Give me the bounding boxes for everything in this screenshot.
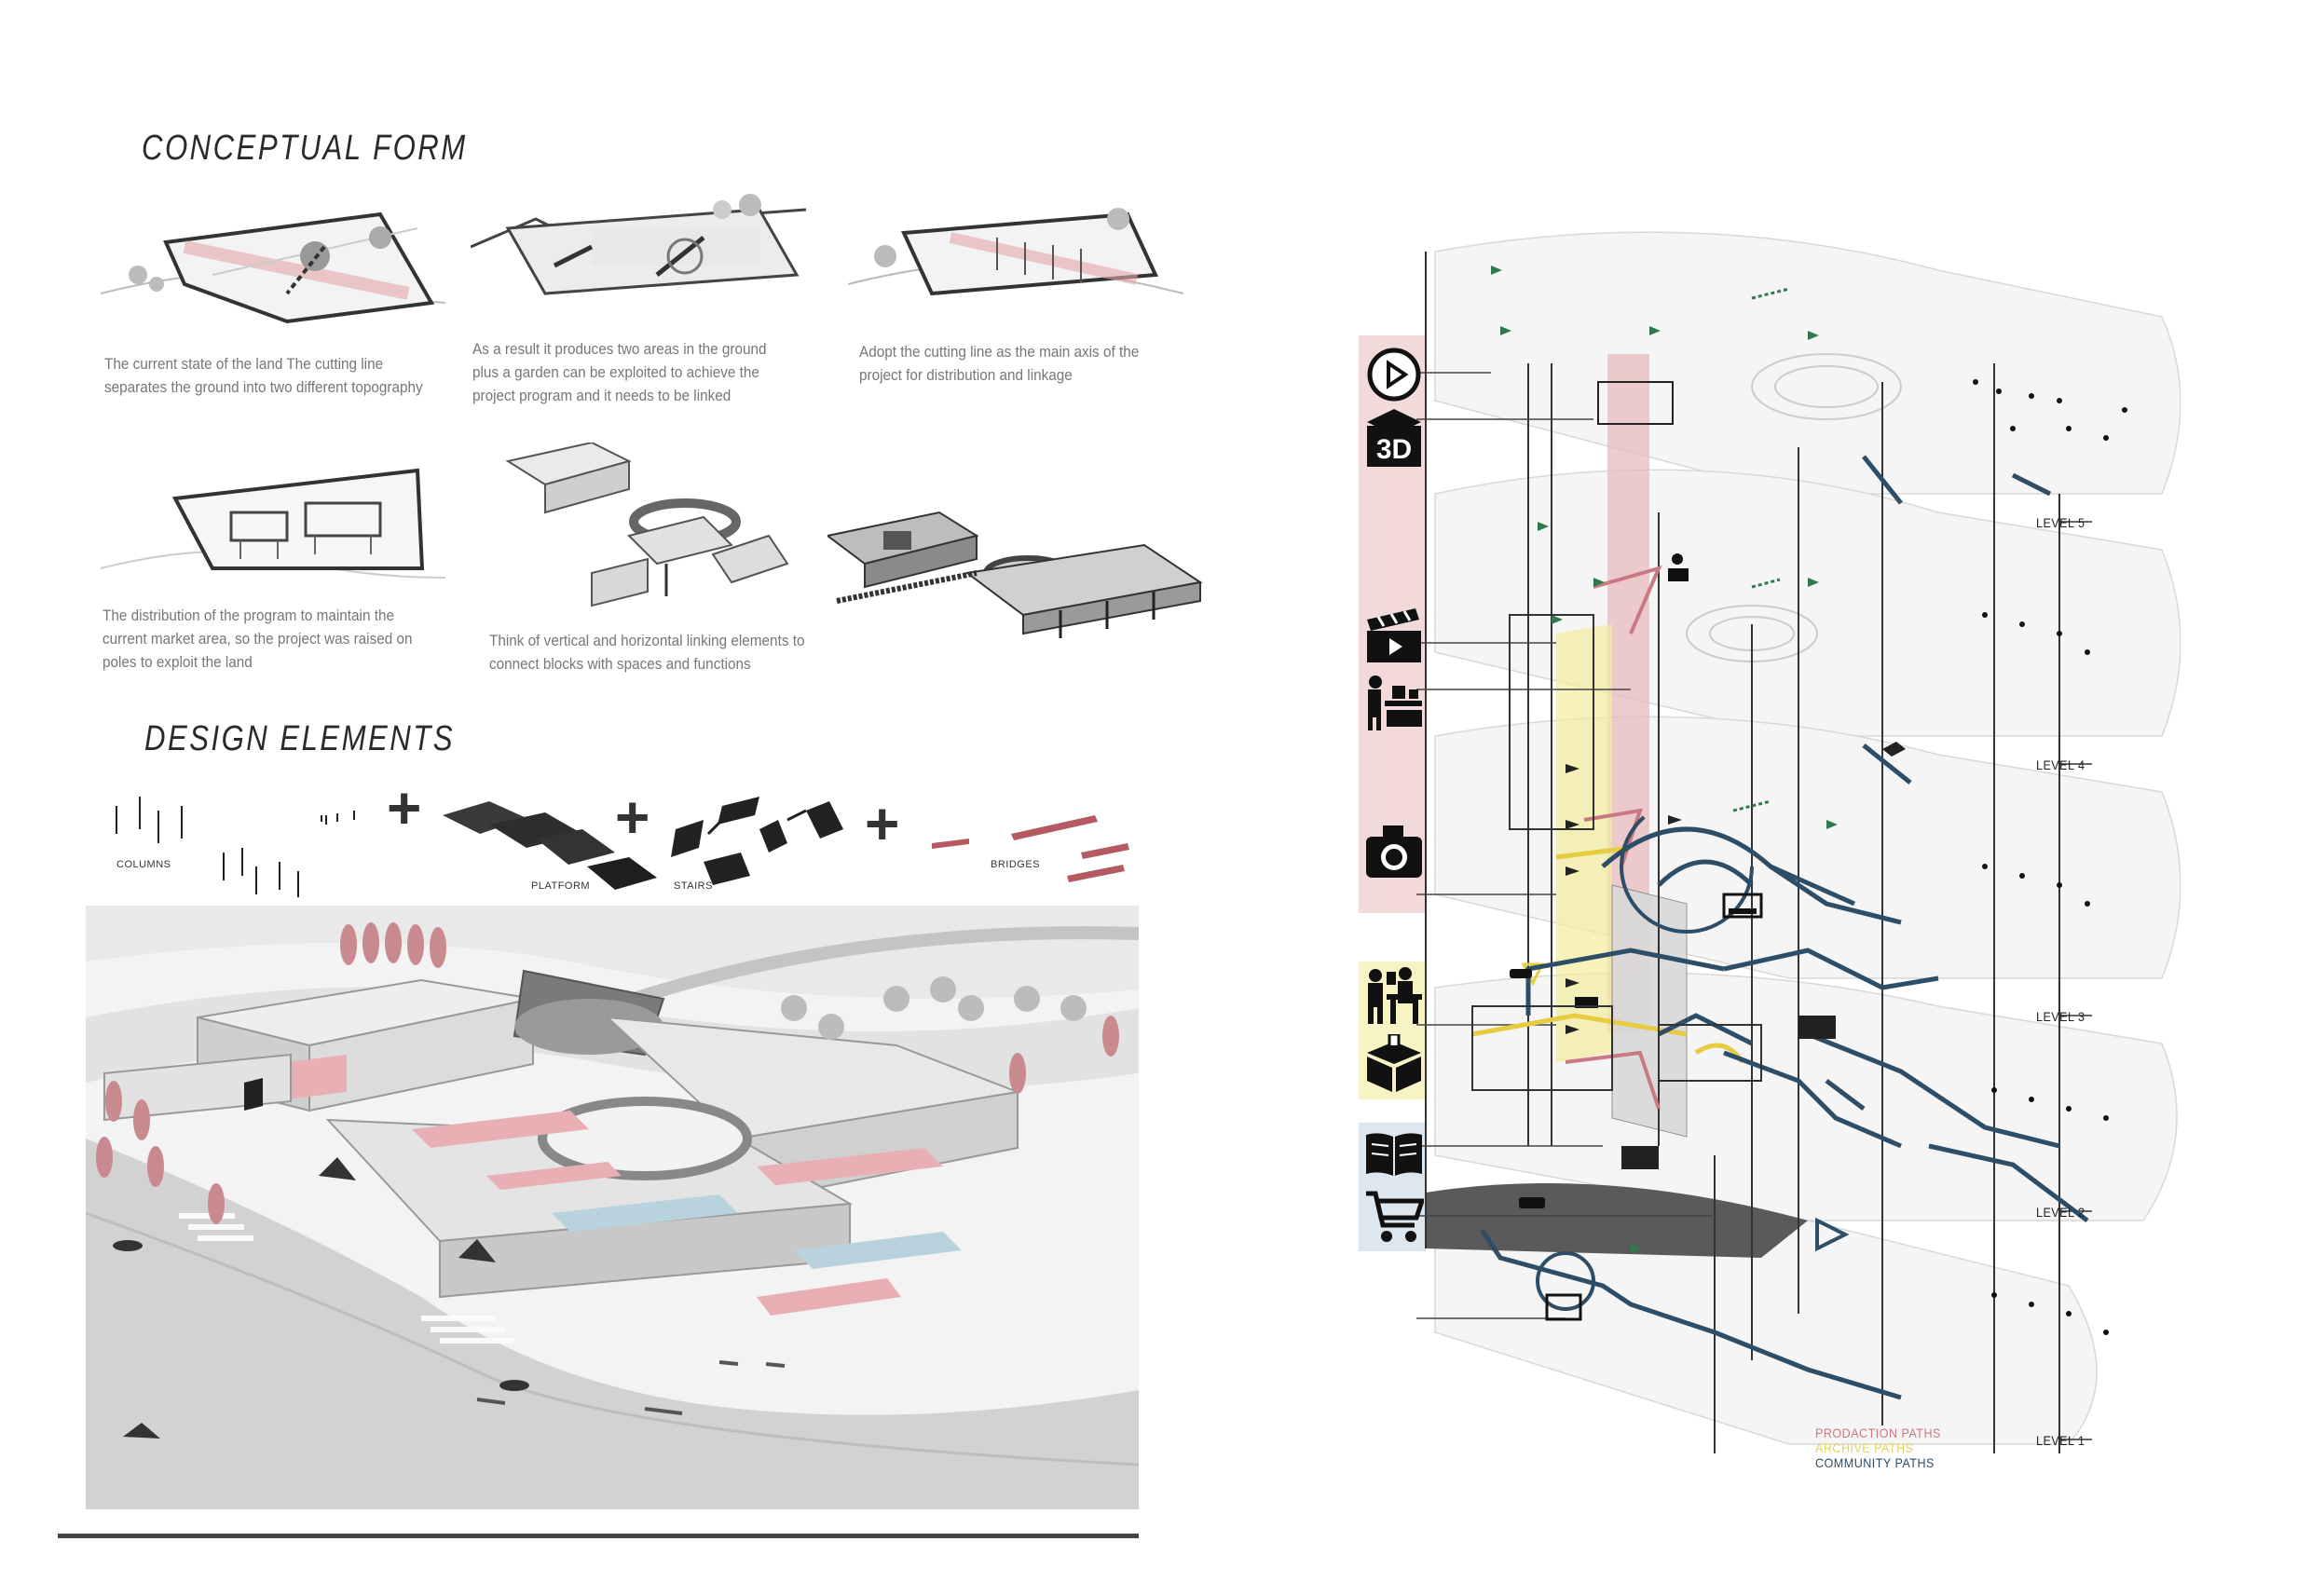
concept-caption-3: Adopt the cutting line as the main axis … <box>859 343 1140 384</box>
exploded-axonometric-diagram <box>1416 231 2181 1453</box>
platform-graphic <box>443 801 657 890</box>
stairs-graphic <box>671 797 843 885</box>
platform-label: PLATFORM <box>531 880 591 892</box>
concept-caption-4: The distribution of the program to maint… <box>103 607 413 671</box>
plus-sign-2: + <box>615 784 650 851</box>
columns-graphic <box>116 797 327 897</box>
bottom-rule <box>58 1534 1139 1538</box>
concept-sketch-2 <box>471 194 807 295</box>
level-4-label: LEVEL 4 <box>2036 757 2085 772</box>
columns-label: COLUMNS <box>116 859 171 870</box>
workshop-people-icon <box>1362 964 1426 1028</box>
conceptual-form-heading: CONCEPTUAL FORM <box>142 129 468 168</box>
plus-sign-3: + <box>865 790 900 857</box>
shopping-cart-icon <box>1362 1185 1426 1248</box>
play-icon <box>1362 343 1426 406</box>
concept-caption-2: As a result it produces two areas in the… <box>472 340 767 404</box>
concept-caption-1: The current state of the land The cuttin… <box>104 355 423 396</box>
level-1-label: LEVEL 1 <box>2036 1433 2085 1448</box>
small-marks <box>321 811 355 822</box>
site-axonometric-render <box>86 906 1139 1509</box>
3d-label: 3D <box>1376 434 1412 465</box>
archive-box-icon <box>1362 1032 1426 1096</box>
concept-sketch-6 <box>827 511 1203 638</box>
concept-sketch-4 <box>101 468 445 579</box>
bridges-graphic <box>932 815 1129 882</box>
legend-production-paths: PRODACTION PATHS <box>1815 1425 1941 1440</box>
3d-cube-icon: 3D <box>1362 406 1426 470</box>
level-3-label: LEVEL 3 <box>2036 1009 2085 1024</box>
bridges-label: BRIDGES <box>991 859 1041 870</box>
concept-caption-5: Think of vertical and horizontal linking… <box>489 632 805 673</box>
level-2-label: LEVEL 2 <box>2036 1205 2085 1220</box>
legend-archive-paths: ARCHIVE PATHS <box>1815 1440 1914 1455</box>
concept-sketch-1 <box>101 211 445 324</box>
design-elements-heading: DESIGN ELEMENTS <box>144 719 455 758</box>
concept-sketch-5 <box>505 443 789 607</box>
plus-sign-1: + <box>387 774 422 841</box>
camera-icon <box>1362 820 1426 883</box>
stairs-label: STAIRS <box>674 880 713 892</box>
level-5-label: LEVEL 5 <box>2036 515 2085 530</box>
editing-desk-icon <box>1362 671 1426 734</box>
paths-legend: PRODACTION PATHS ARCHIVE PATHS COMMUNITY… <box>1815 1425 1955 1470</box>
concept-sketch-3 <box>848 208 1183 296</box>
clapperboard-icon <box>1362 604 1426 667</box>
legend-community-paths: COMMUNITY PATHS <box>1815 1455 1935 1470</box>
open-book-icon <box>1362 1123 1426 1186</box>
